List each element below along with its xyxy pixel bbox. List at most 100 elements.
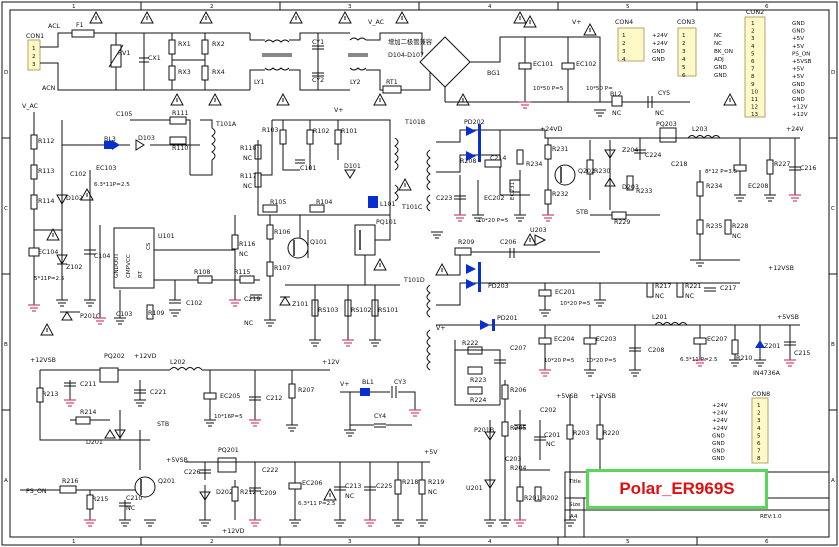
svg-text:R202: R202 [542,495,558,502]
svg-text:R217: R217 [655,283,671,290]
svg-text:PQ101: PQ101 [376,219,397,226]
svg-text:NC: NC [243,155,253,162]
con8-pin-7: 7 [757,449,761,455]
con8-label: CON8 [752,391,770,398]
svg-text:D101: D101 [344,163,361,170]
svg-text:C101: C101 [300,165,316,172]
svg-text:+12VSB: +12VSB [590,393,616,400]
svg-text:6.3*11 P=2.5: 6.3*11 P=2.5 [298,501,336,507]
svg-text:EC205: EC205 [220,393,240,400]
svg-text:C219: C219 [244,296,260,303]
regulator-12v-labels: +12VSB PQ202 +12VD L202 +12V R213 C211 C… [30,353,340,446]
svg-text:C226: C226 [184,469,200,476]
con2-pin-8: 8 [751,74,755,80]
col-label-4: 4 [488,4,492,10]
con2-pin-5: 5 [751,51,755,57]
svg-text:BL3: BL3 [104,136,116,143]
warning-icon [170,92,184,106]
svg-text:C221: C221 [150,389,166,396]
con2-net-11: GND [792,97,805,103]
svg-text:+12VSB: +12VSB [30,357,56,364]
svg-text:+5VSB: +5VSB [556,393,578,400]
svg-text:+12VSB: +12VSB [768,265,794,272]
svg-text:R221: R221 [685,283,701,290]
ground-icon [539,309,551,317]
ground-icon [334,519,346,527]
con1-pin-1: 1 [32,46,36,52]
ground-icon [454,214,466,222]
svg-text:PQ202: PQ202 [104,353,125,360]
svg-text:L203: L203 [692,126,708,133]
svg-text:2: 2 [682,41,686,47]
svg-text:EC104: EC104 [38,249,58,256]
regulator-5v-labels: +5VSB PQ201 +5V C226 D202 R212 C209 C222… [26,447,444,535]
svg-text:Z102: Z102 [66,264,82,271]
svg-text:C102: C102 [70,171,86,178]
svg-text:L201: L201 [652,314,668,321]
ec101-value: 10*50 P=5 [533,86,564,92]
svg-text:+5V: +5V [424,449,438,456]
svg-text:EC201: EC201 [555,289,575,296]
con2-net-4: +5V [792,44,804,50]
svg-text:R207: R207 [298,387,314,394]
ground-icon [564,519,576,527]
rt1-label: RT1 [386,79,398,86]
svg-text:C103: C103 [116,311,132,318]
con8-connector: CON8 1+24V2+24V3+24V4+24V5GND6GND7GND8GN… [712,391,770,464]
svg-text:BL1: BL1 [362,379,374,386]
svg-text:R106: R106 [274,229,290,236]
svg-text:EC206: EC206 [302,480,322,487]
svg-text:R218: R218 [402,479,418,486]
svg-text:C209: C209 [260,490,276,497]
svg-text:R232: R232 [552,191,568,198]
input-filter-wires [40,29,690,108]
svg-text:NC: NC [685,293,695,300]
ground-icon [169,309,181,317]
warning-icon [80,187,94,201]
con8-net-6: GND [712,441,725,447]
bg1-label: BG1 [487,70,500,77]
primary-controller [28,112,262,321]
svg-text:D103: D103 [138,135,155,142]
svg-text:D102: D102 [66,195,83,202]
ly1-label: LY1 [254,79,265,86]
svg-text:Z204: Z204 [622,147,638,154]
col-label-2-bottom: 2 [210,539,214,545]
svg-text:R105: R105 [270,199,286,206]
cy1-label: CY1 [312,39,324,46]
svg-text:C208: C208 [648,347,664,354]
svg-text:D201: D201 [86,439,103,446]
svg-text:U201: U201 [466,485,483,492]
con1-pin-3: 3 [32,62,36,68]
svg-text:6.3*11P=2.5: 6.3*11P=2.5 [94,182,130,188]
ground-icon [64,399,76,407]
con4-net-3: GND [652,49,665,55]
svg-text:R204: R204 [510,465,526,472]
svg-text:C210: C210 [126,495,142,502]
con8-net-3: +24V [712,418,728,424]
svg-text:V+: V+ [436,325,446,332]
rx4-label: RX4 [212,69,225,76]
svg-text:P201C: P201C [80,313,101,320]
svg-text:R224: R224 [470,397,486,404]
con8-pin-1: 1 [757,403,761,409]
svg-text:C207: C207 [510,345,526,352]
warning-icon [395,10,409,24]
secondary-5vsb [426,319,800,406]
svg-text:RS103: RS103 [318,307,338,314]
ground-icon [594,109,606,117]
svg-text:R206: R206 [510,387,526,394]
svg-text:C105: C105 [116,111,132,118]
svg-text:NC: NC [732,233,742,240]
ground-icon [499,519,511,527]
svg-text:R114: R114 [38,198,54,205]
con1-connector: CON1 1 2 3 ACL ACN [26,23,61,92]
warning-icon [323,487,337,501]
frame-col-labels: 1 2 3 4 5 6 1 2 3 4 5 6 [72,4,769,545]
svg-text:C224: C224 [645,152,661,159]
con2-net-8: +5V [792,74,804,80]
warning-icon [338,10,352,24]
warning-icon [373,92,387,106]
